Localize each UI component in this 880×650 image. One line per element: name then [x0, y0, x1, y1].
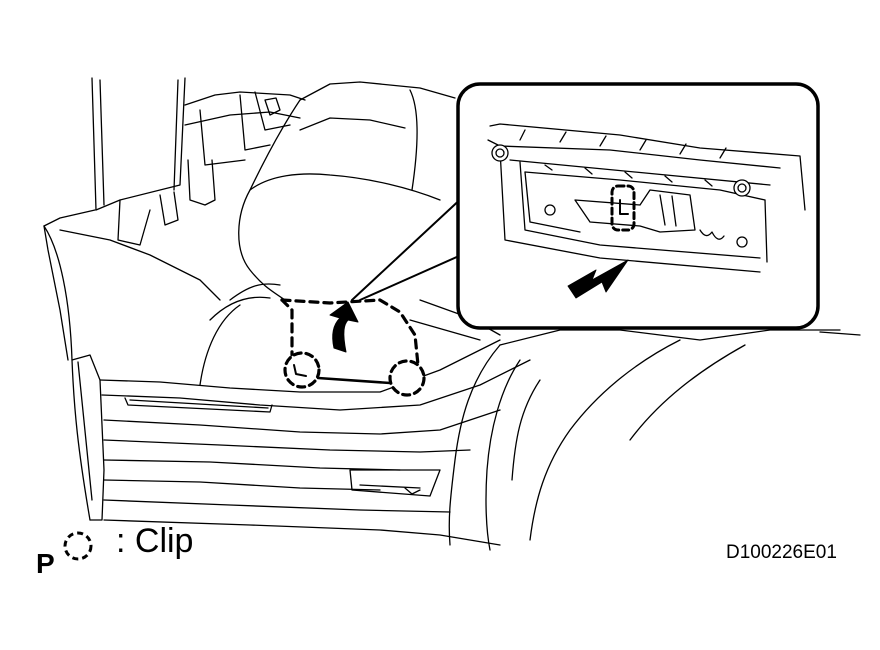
- clip-marker-left: [283, 351, 321, 389]
- dashed-circle-icon: [63, 531, 93, 561]
- pull-direction-arrow-icon: [567, 259, 629, 299]
- clip-connector-line: [316, 376, 392, 385]
- seat-cushion-outline: [199, 81, 456, 386]
- clip-marker-right: [388, 359, 426, 397]
- door-panel-outline: [43, 225, 221, 521]
- callout-leader: [351, 194, 469, 301]
- seat-back-outline: [43, 77, 306, 246]
- floor-rocker-outline: [409, 299, 861, 551]
- lift-arrow-icon: [329, 301, 359, 353]
- figure-id: D100226E01: [726, 542, 837, 563]
- scuff-plate-outline: [99, 339, 531, 546]
- clip-area-dashed-outline: [280, 298, 420, 367]
- detail-inset: [456, 82, 820, 330]
- legend-prefix: P: [36, 548, 55, 579]
- legend-clip-label: : Clip: [116, 522, 194, 560]
